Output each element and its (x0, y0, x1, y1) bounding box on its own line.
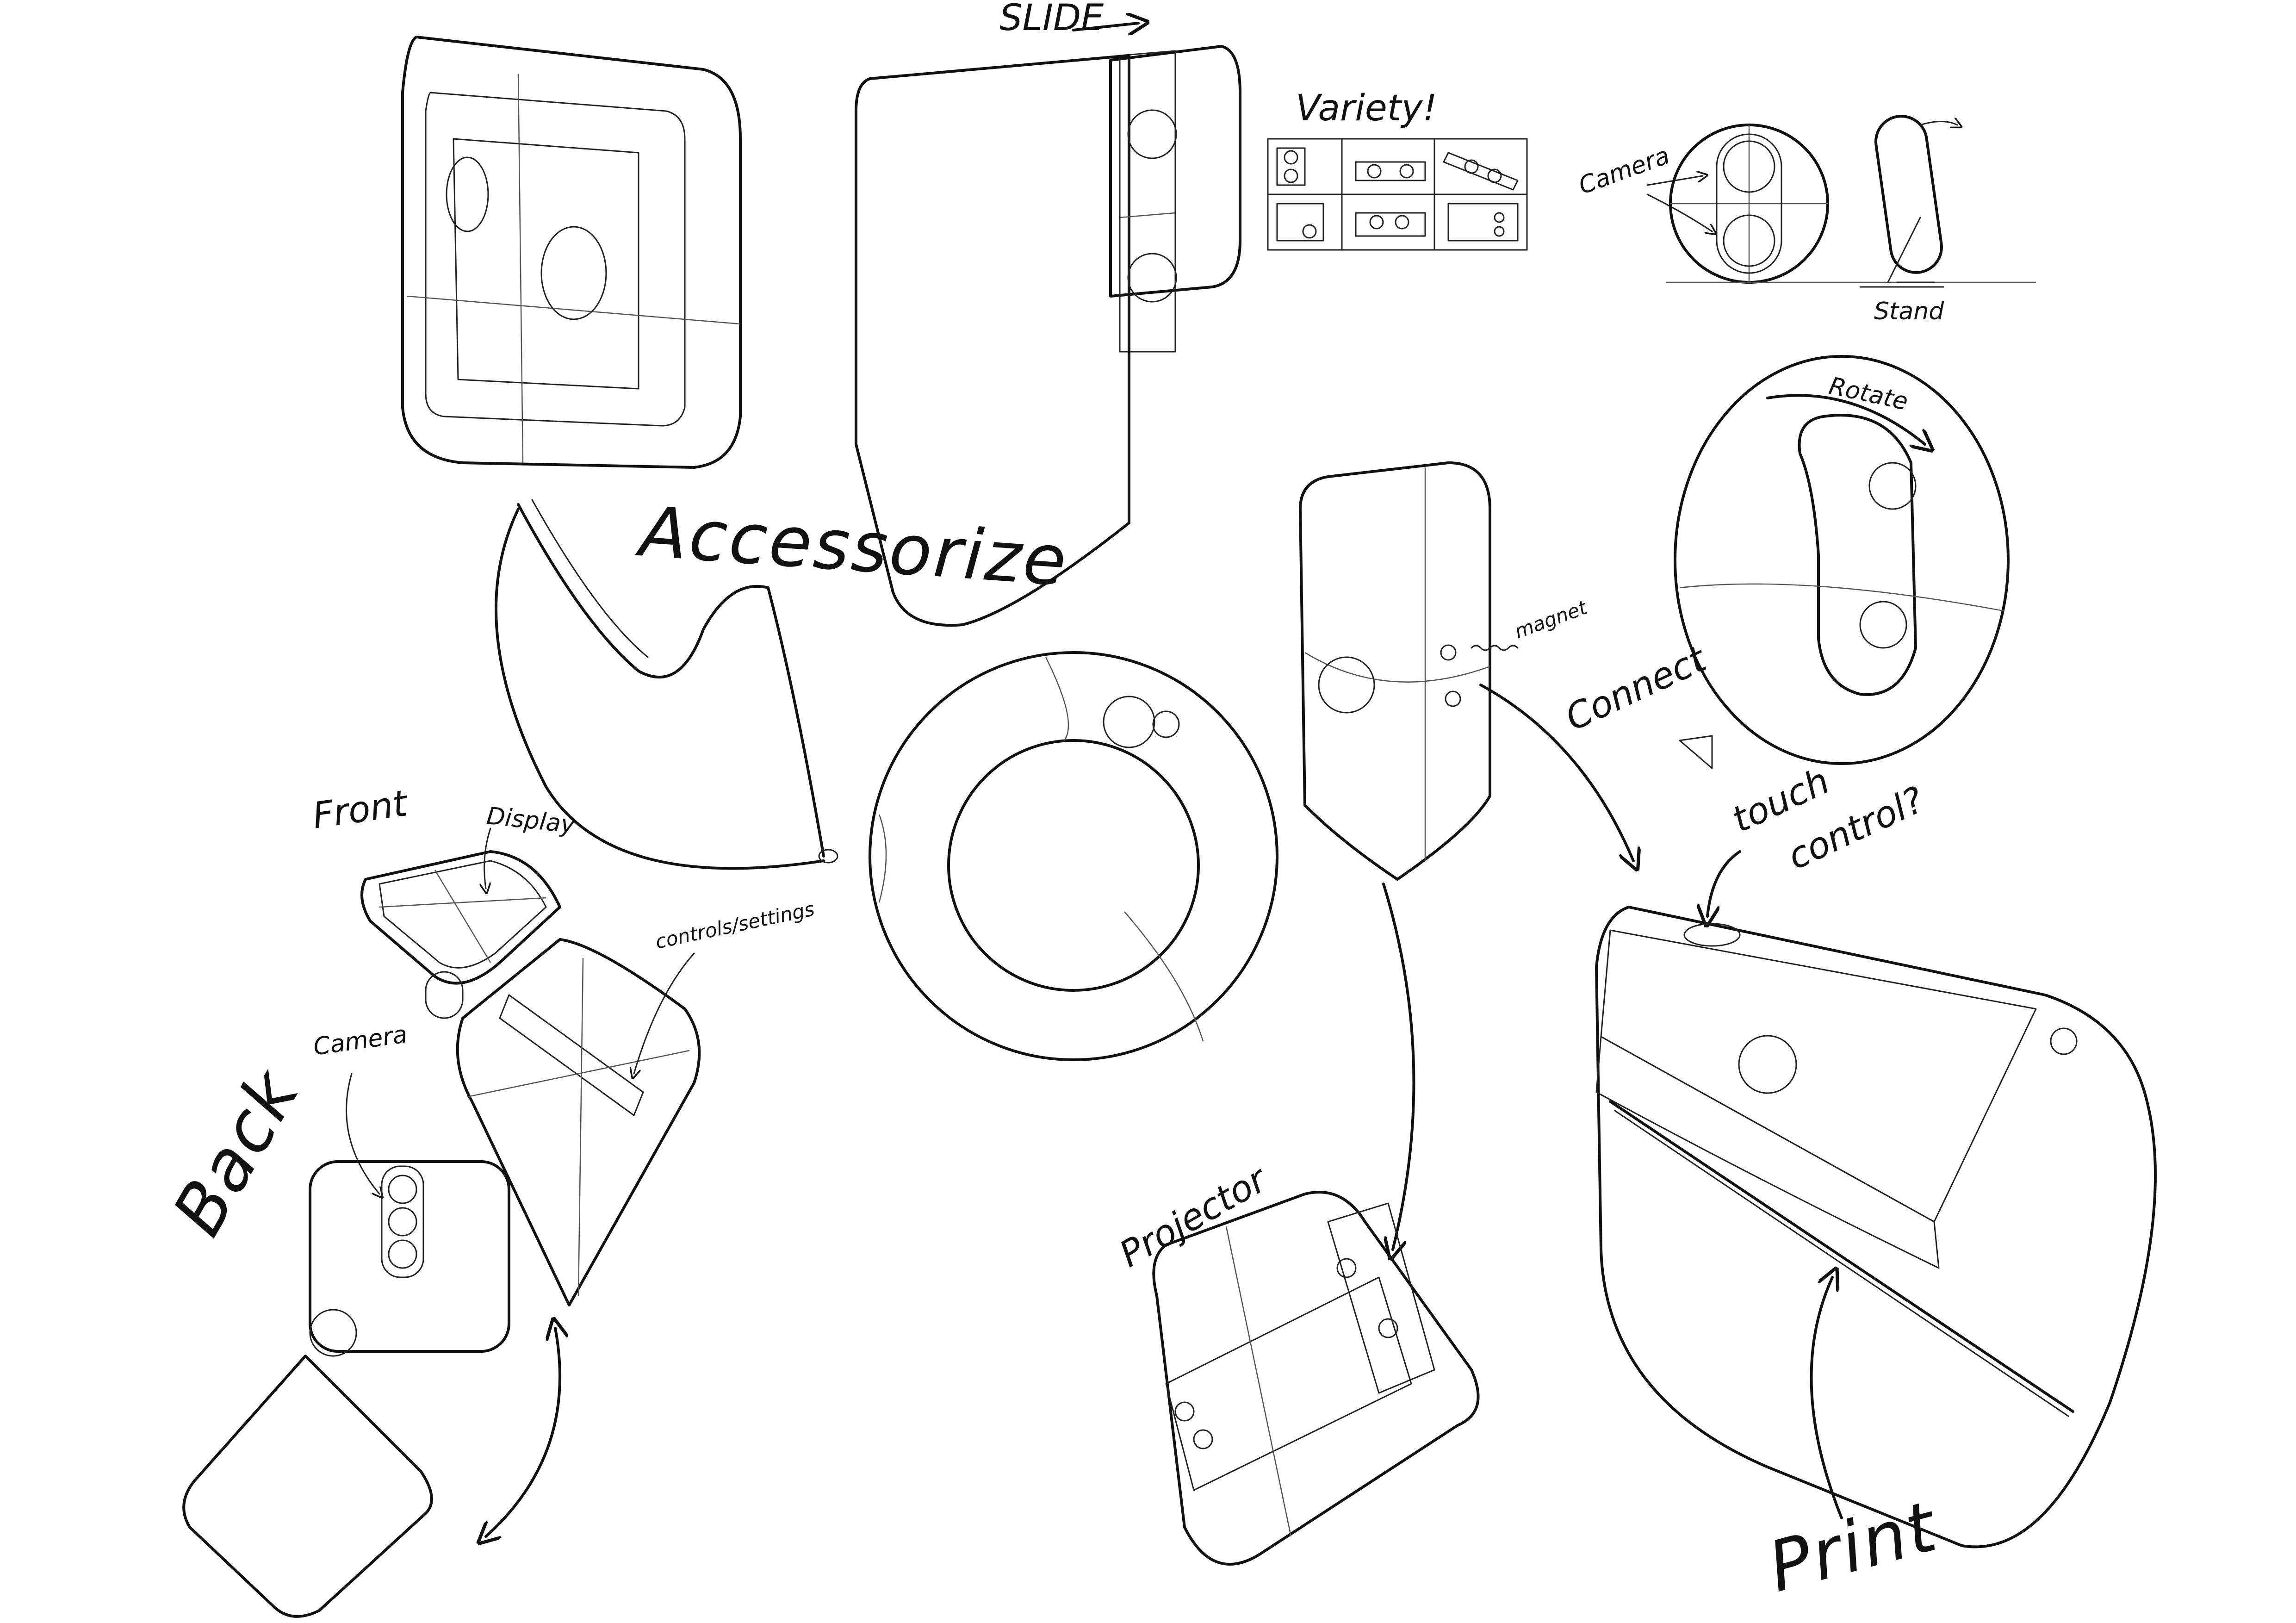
magnet-icon (1378, 1318, 1398, 1338)
label-camera-top: Camera (1575, 142, 1673, 200)
slide-device-sketch: SLIDE (855, 0, 1241, 627)
lens-icon (446, 156, 489, 232)
lens-icon (1868, 462, 1917, 510)
magnet-icon (1445, 690, 1461, 707)
lens-icon (1103, 696, 1155, 748)
label-projector: Projector (1113, 1157, 1276, 1275)
dual-camera-device-sketch (401, 36, 742, 469)
magnet-icon (1174, 1401, 1195, 1422)
accessorize-ring-sketch: Accessorize (495, 491, 1278, 1061)
label-camera-left: Camera (311, 1020, 409, 1061)
magnet-icon (1193, 1429, 1213, 1449)
label-print: Print (1760, 1486, 1946, 1608)
label-magnet: magnet (1512, 596, 1591, 643)
lens-icon (1738, 1035, 1797, 1094)
print-device-sketch: touch control? Print (1595, 760, 2157, 1608)
lens-icon (1127, 253, 1177, 303)
label-accessorize: Accessorize (634, 491, 1071, 602)
lens-icon (540, 226, 607, 320)
magnet-icon (1440, 644, 1457, 661)
lens-icon (1318, 656, 1375, 714)
lens-icon (1127, 109, 1177, 159)
variety-grid-sketch: Variety! (1267, 87, 1528, 251)
label-connect: Connect (1559, 638, 1713, 739)
label-slide: SLIDE (999, 0, 1104, 39)
back-camera-device-sketch: Camera Back (157, 1020, 560, 1618)
rotate-device-sketch: Rotate (1674, 355, 2010, 769)
label-variety: Variety! (1296, 87, 1437, 129)
label-back: Back (157, 1056, 315, 1249)
lens-icon (1859, 601, 1907, 649)
connect-device-sketch: magnet Connect (1299, 461, 1713, 1250)
label-controls-settings: controls/settings (653, 897, 817, 953)
magnet-icon (1336, 1258, 1357, 1278)
label-stand: Stand (1874, 298, 1944, 325)
lens-icon (1723, 140, 1775, 193)
projector-device-sketch: Projector (1113, 1157, 1480, 1566)
lens-icon (1723, 214, 1775, 267)
label-front: Front (310, 783, 411, 837)
camera-stand-sketch: Camera Stand (1575, 115, 2036, 325)
